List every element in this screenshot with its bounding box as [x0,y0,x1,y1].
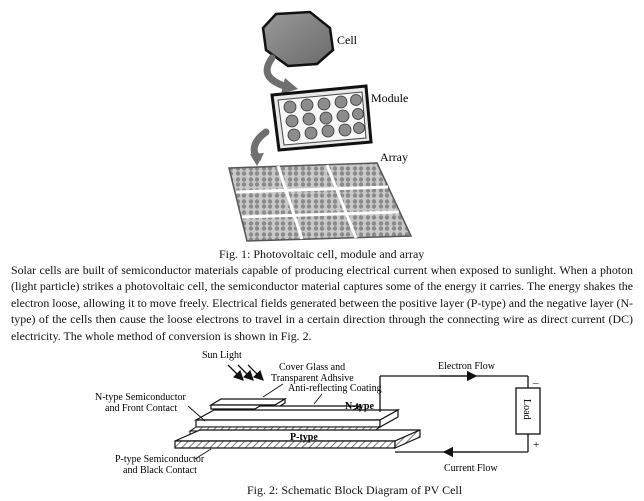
anti-reflecting-label: Anti-reflecting Coating [288,383,382,394]
load-label: Load [521,399,532,420]
p-type-semiconductor-label-1: P-type Semiconductor [115,454,205,465]
n-type-semiconductor-label-1: N-type Semiconductor [95,392,186,403]
pv-cell-module-array-illustration: Cell Module Arra [228,10,413,242]
electron-flow-label: Electron Flow [438,361,496,372]
sun-light-label: Sun Light [202,350,242,361]
cover-glass-label-1: Cover Glass and [279,362,345,373]
array-label: Array [380,150,408,164]
body-paragraph: Solar cells are built of semiconductor m… [11,263,633,343]
p-type-semiconductor-label-2: and Black Contact [123,465,197,476]
figure-1: Cell Module Arra [0,0,644,250]
figure-2-caption: Fig. 2: Schematic Block Diagram of PV Ce… [247,483,463,497]
cell-label: Cell [337,33,358,47]
module-shape [270,84,373,152]
load-box [515,387,541,435]
current-flow-label: Current Flow [444,463,498,474]
module-label: Module [371,91,408,105]
pv-cell-schematic-diagram: Sun Light Cover Glass and Transparent Ad… [95,350,541,476]
n-type-semiconductor-label-2: and Front Contact [105,403,177,414]
n-type-label: N-type [345,401,374,412]
p-type-label: P-type [290,432,318,443]
figure-1-caption: Fig. 1: Photovoltaic cell, module and ar… [219,247,425,261]
figure-2: Sun Light Cover Glass and Transparent Ad… [0,346,644,486]
sun-light-arrows-icon [227,364,264,381]
load-plus-sign: + [533,439,539,451]
cell-shape [261,10,335,68]
cover-glass-label-2: Transparent Adhsive [271,373,354,384]
load-minus-sign: – [532,377,539,389]
array-shape [228,162,413,242]
arrow-cell-to-module-icon [263,54,288,90]
n-type-layer [193,408,401,429]
p-type-layer [174,429,421,449]
